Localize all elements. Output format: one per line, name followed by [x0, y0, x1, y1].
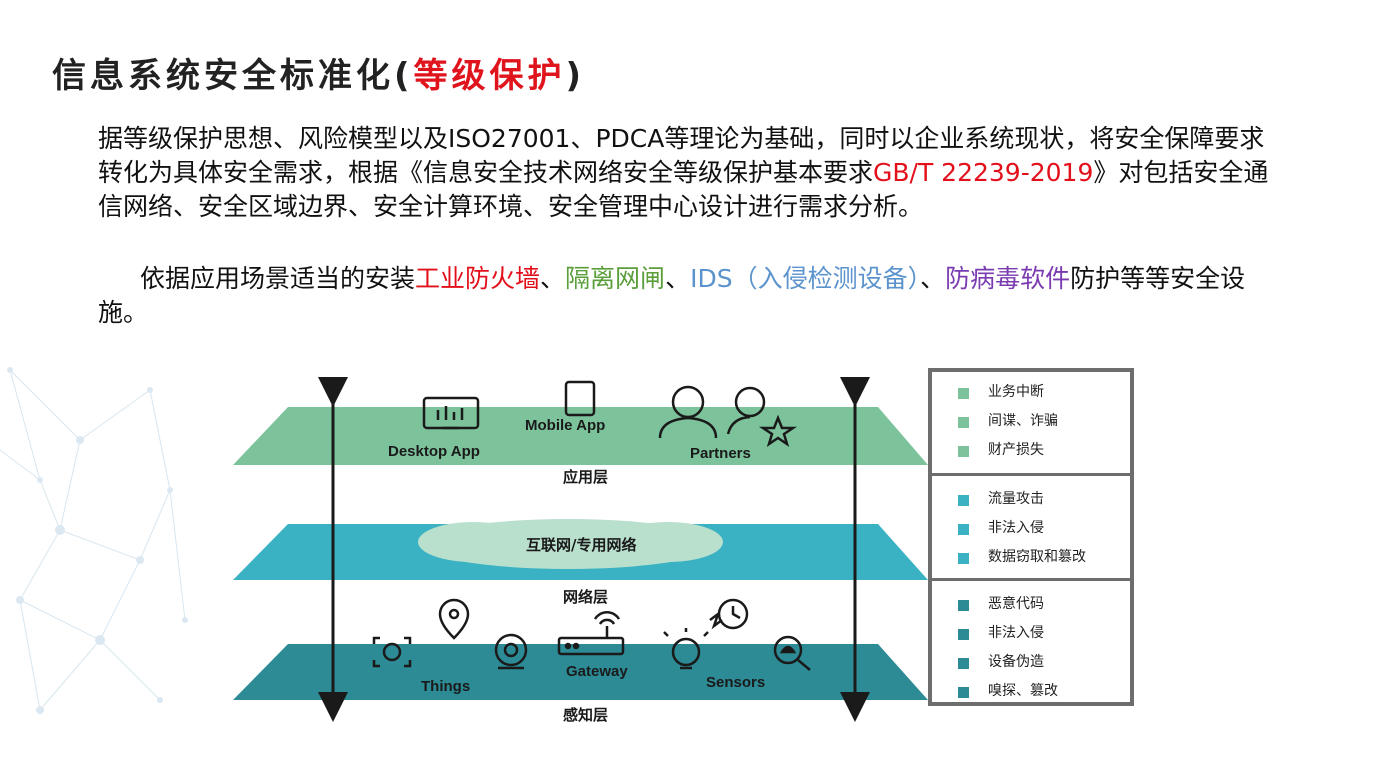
sense-item-gateway: Gateway — [566, 663, 628, 680]
legend-swatch — [958, 495, 969, 506]
legend-swatch — [958, 658, 969, 669]
legend-group-sensing: 恶意代码 非法入侵 设备伪造 嗅探、篡改 — [932, 590, 1130, 706]
legend-swatch — [958, 629, 969, 640]
legend-label: 间谍、诈骗 — [988, 413, 1058, 429]
network-layer-label: 网络层 — [563, 588, 608, 606]
things-icon — [372, 636, 412, 668]
mobile-icon — [564, 380, 596, 417]
network-cloud-label: 互联网/专用网络 — [526, 536, 636, 554]
legend-label: 嗅探、篡改 — [988, 683, 1058, 699]
page-title: 信息系统安全标准化(等级保护) — [52, 48, 585, 97]
intro-text-a: 据等级保护思想、风险模型以及ISO27001、PDCA等理论为基础，同时以企业系… — [98, 124, 1265, 187]
threat-legend: 业务中断 间谍、诈骗 财产损失 流量攻击 非法入侵 数据窃取和篡改 恶意代码 非… — [928, 368, 1134, 706]
legend-item: 财产损失 — [932, 436, 1130, 465]
location-pin-icon — [438, 598, 470, 640]
lightbulb-icon — [663, 628, 709, 670]
desktop-icon — [422, 396, 480, 430]
legend-item: 非法入侵 — [932, 619, 1130, 648]
facilities-sep-1: 、 — [540, 264, 566, 293]
facilities-lead: 依据应用场景适当的安装 — [140, 264, 416, 293]
legend-label: 流量攻击 — [988, 491, 1044, 507]
gateway-icon — [557, 610, 625, 656]
facilities-sep-3: 、 — [920, 264, 946, 293]
camera-icon — [494, 633, 528, 670]
legend-item: 恶意代码 — [932, 590, 1130, 619]
legend-divider — [932, 578, 1130, 581]
gatekeeper-term: 隔离网闸 — [565, 264, 666, 293]
network-decoration — [0, 367, 188, 714]
sense-item-things: Things — [421, 678, 470, 695]
legend-item: 间谍、诈骗 — [932, 407, 1130, 436]
sense-layer-label: 感知层 — [563, 706, 608, 724]
ids-term: IDS（入侵检测设备） — [690, 264, 921, 293]
legend-label: 恶意代码 — [988, 596, 1044, 612]
application-layer-plane — [233, 407, 928, 465]
standard-code: GB/T 22239-2019 — [873, 158, 1094, 187]
title-close: ) — [565, 56, 586, 96]
title-main: 信息系统安全标准化( — [52, 56, 414, 96]
legend-swatch — [958, 417, 969, 428]
sensor-search-icon — [773, 635, 811, 671]
sensing-layer-plane — [233, 644, 928, 700]
legend-label: 非法入侵 — [988, 625, 1044, 641]
legend-swatch — [958, 446, 969, 457]
clock-icon — [709, 598, 749, 630]
legend-label: 财产损失 — [988, 442, 1044, 458]
legend-item: 非法入侵 — [932, 514, 1130, 543]
app-item-partners: Partners — [690, 445, 751, 462]
intro-paragraph: 据等级保护思想、风险模型以及ISO27001、PDCA等理论为基础，同时以企业系… — [98, 122, 1283, 224]
legend-item: 设备伪造 — [932, 648, 1130, 677]
legend-item: 流量攻击 — [932, 485, 1130, 514]
legend-label: 非法入侵 — [988, 520, 1044, 536]
facilities-sep-2: 、 — [665, 264, 691, 293]
layer-diagram: Desktop App Mobile App Partners 应用层 互联网/… — [233, 377, 928, 724]
legend-swatch — [958, 553, 969, 564]
legend-swatch — [958, 388, 969, 399]
legend-item: 业务中断 — [932, 378, 1130, 407]
app-layer-label: 应用层 — [563, 468, 608, 486]
partners-icon — [658, 385, 798, 447]
legend-item: 数据窃取和篡改 — [932, 543, 1130, 572]
title-highlight: 等级保护 — [413, 56, 566, 96]
legend-swatch — [958, 600, 969, 611]
facilities-tail: 防护等等安全设施。 — [98, 264, 1246, 327]
legend-swatch — [958, 524, 969, 535]
app-item-mobile: Mobile App — [525, 417, 605, 434]
legend-divider — [932, 473, 1130, 476]
legend-group-network: 流量攻击 非法入侵 数据窃取和篡改 — [932, 485, 1130, 572]
legend-group-application: 业务中断 间谍、诈骗 财产损失 — [932, 378, 1130, 465]
legend-label: 数据窃取和篡改 — [988, 549, 1086, 565]
antivirus-term: 防病毒软件 — [945, 264, 1071, 293]
legend-label: 业务中断 — [988, 384, 1044, 400]
app-item-desktop: Desktop App — [388, 443, 480, 460]
legend-item: 嗅探、篡改 — [932, 677, 1130, 706]
facilities-paragraph: 依据应用场景适当的安装工业防火墙、隔离网闸、IDS（入侵检测设备）、防病毒软件防… — [98, 262, 1283, 330]
legend-label: 设备伪造 — [988, 654, 1044, 670]
sense-item-sensors: Sensors — [706, 674, 765, 691]
legend-swatch — [958, 687, 969, 698]
intro-text-b: 》对包括安全通信网络、安全区域边界、安全计算环境、安全管理中心设计进行需求分析。 — [98, 158, 1269, 221]
firewall-term: 工业防火墙 — [415, 264, 541, 293]
